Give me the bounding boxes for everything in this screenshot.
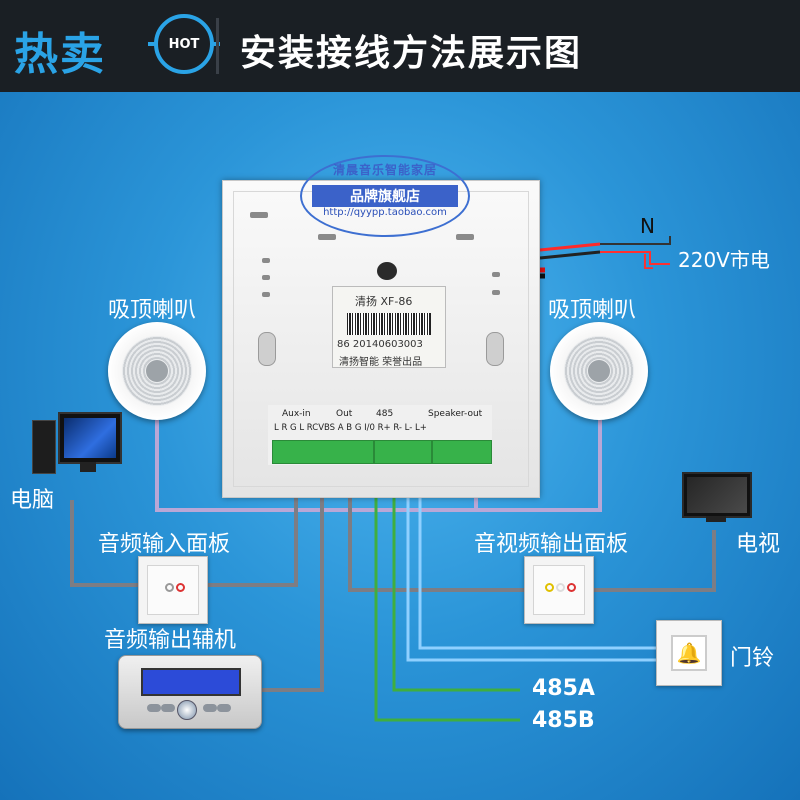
power-wire-red bbox=[539, 242, 601, 252]
product-sticker: 清扬 XF-86 86 20140603003 清扬智能 荣誉出品 bbox=[332, 286, 446, 368]
bell-icon: 🔔 bbox=[671, 635, 707, 671]
speaker-right-wire bbox=[476, 420, 602, 512]
amplifier-icon bbox=[118, 655, 262, 729]
doorbell-wire-1 bbox=[406, 462, 656, 662]
terminal-green-mid bbox=[374, 440, 432, 464]
terminal-pins: L R G L RCVBS A B G I/0 R+ R- L- L+ bbox=[274, 423, 427, 433]
panel-slot bbox=[262, 292, 270, 297]
sticker-code: 86 20140603003 bbox=[337, 339, 423, 350]
jack bbox=[567, 583, 576, 592]
power-label: 220V市电 bbox=[678, 248, 770, 272]
tv-screen bbox=[687, 477, 747, 513]
speaker-out-label: Speaker-out bbox=[428, 409, 483, 419]
terminal-green-left bbox=[272, 440, 374, 464]
amp-button bbox=[147, 704, 161, 712]
amp-display bbox=[141, 668, 241, 696]
neutral-line bbox=[600, 236, 671, 245]
amp-button bbox=[217, 704, 231, 712]
amp-knob bbox=[177, 700, 197, 720]
power-wire-black bbox=[539, 250, 601, 260]
store-watermark: 清晨音乐智能家居 品牌旗舰店 http://qyypp.taobao.com bbox=[300, 155, 470, 237]
bus-a-wire bbox=[392, 462, 520, 692]
panel-slot bbox=[492, 290, 500, 295]
wall-plate-icon bbox=[524, 556, 594, 624]
sticker-maker: 清扬智能 荣誉出品 bbox=[339, 357, 423, 368]
bus-b-wire bbox=[374, 462, 520, 722]
computer-label: 电脑 bbox=[10, 488, 55, 513]
bus-a-label: 485A bbox=[532, 676, 595, 701]
hot-badge-icon: HOT bbox=[148, 14, 220, 74]
av-out-panel-label: 音视频输出面板 bbox=[474, 532, 629, 557]
jack bbox=[176, 583, 185, 592]
monitor-stand bbox=[80, 462, 96, 472]
hot-logo-text: 热卖 bbox=[14, 29, 106, 80]
aux-in-label: Aux-in bbox=[282, 409, 311, 419]
aux-amp-label: 音频输出辅机 bbox=[104, 628, 237, 653]
amp-button bbox=[203, 704, 217, 712]
panel-slot bbox=[492, 272, 500, 277]
doorbell-icon: 🔔 bbox=[656, 620, 722, 686]
amp-button bbox=[161, 704, 175, 712]
terminal-green-right bbox=[432, 440, 492, 464]
header-bar: 热卖 HOT 安装接线方法展示图 bbox=[0, 0, 800, 92]
computer-icon bbox=[32, 420, 56, 474]
jack bbox=[165, 583, 174, 592]
audio-in-panel-label: 音频输入面板 bbox=[98, 532, 231, 557]
tv-stand bbox=[706, 516, 726, 522]
watermark-line1: 清晨音乐智能家居 bbox=[332, 163, 437, 177]
tv-icon bbox=[682, 472, 752, 518]
speaker-center bbox=[146, 360, 168, 382]
page-title: 安装接线方法展示图 bbox=[240, 33, 583, 74]
doorbell-wire-2 bbox=[418, 462, 656, 650]
panel-slot bbox=[456, 234, 474, 240]
live-line bbox=[600, 251, 670, 265]
tv-label: 电视 bbox=[736, 532, 781, 557]
panel-mount-hole bbox=[486, 332, 504, 366]
header-divider bbox=[216, 18, 219, 74]
barcode bbox=[347, 313, 431, 335]
speaker-icon bbox=[108, 322, 206, 420]
jack bbox=[545, 583, 554, 592]
monitor-icon bbox=[58, 412, 122, 464]
aux-amp-wire bbox=[262, 462, 324, 692]
out-label: Out bbox=[336, 409, 353, 419]
cable-entry-hole bbox=[377, 262, 397, 280]
watermark-url: http://qyypp.taobao.com bbox=[323, 207, 447, 218]
monitor-screen bbox=[64, 418, 116, 458]
doorbell-label: 门铃 bbox=[730, 646, 775, 671]
sticker-brand: 清扬 XF-86 bbox=[355, 295, 413, 308]
panel-slot bbox=[262, 275, 270, 280]
panel-mount-hole bbox=[258, 332, 276, 366]
speaker-center bbox=[588, 360, 610, 382]
neutral-label: N bbox=[640, 214, 655, 238]
speaker-right-label: 吸顶喇叭 bbox=[548, 298, 637, 323]
speaker-left-label: 吸顶喇叭 bbox=[108, 298, 197, 323]
wall-plate-icon bbox=[138, 556, 208, 624]
bus-b-label: 485B bbox=[532, 708, 595, 733]
jack bbox=[556, 583, 565, 592]
rs485-label: 485 bbox=[376, 409, 394, 419]
panel-slot bbox=[318, 234, 336, 240]
watermark-line2: 品牌旗舰店 bbox=[312, 185, 458, 207]
speaker-icon bbox=[550, 322, 648, 420]
panel-slot bbox=[262, 258, 270, 263]
panel-slot bbox=[250, 212, 268, 218]
live-label: L bbox=[642, 250, 654, 274]
